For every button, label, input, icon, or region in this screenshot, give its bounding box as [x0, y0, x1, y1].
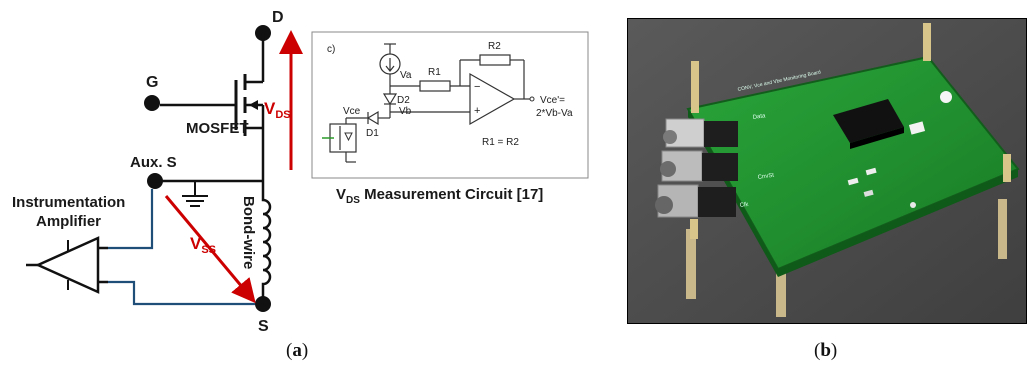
- diode-d1: [366, 110, 379, 126]
- opamp-minus: −: [474, 81, 480, 93]
- bondwire-label: Bond-wire: [240, 196, 257, 269]
- pcb-photo: CONV, Vce and Vbe Monitoring Board Data …: [627, 18, 1027, 324]
- drain-label: D: [272, 9, 284, 26]
- caption-b: (b): [814, 340, 838, 361]
- bondwire-inductor: [261, 182, 272, 302]
- black-relay: [833, 99, 904, 143]
- amp-wire-upper: [108, 189, 154, 250]
- amplifier-label-line2: Amplifier: [36, 213, 101, 230]
- inset-d2: D2: [397, 95, 410, 106]
- gate-label: G: [146, 74, 158, 91]
- mosfet-symbol: [160, 74, 265, 136]
- instrumentation-amplifier: [26, 236, 108, 294]
- vds-measurement-inset: c) − +: [311, 31, 589, 179]
- header-connector: [908, 121, 926, 135]
- caption-a: (a): [286, 340, 309, 361]
- inset-r1: R1: [428, 67, 441, 78]
- source-terminal: [255, 296, 271, 312]
- vss-arrow: [164, 195, 256, 304]
- fiber-connectors: [655, 118, 738, 218]
- inset-caption: VDS Measurement Circuit [17]: [336, 186, 543, 206]
- ground-symbol: [182, 181, 208, 207]
- source-label: S: [258, 318, 269, 335]
- opamp: [469, 72, 516, 126]
- aux-source-label: Aux. S: [130, 154, 177, 171]
- opamp-plus: +: [474, 105, 480, 117]
- pcb-illustration: CONV, Vce and Vbe Monitoring Board Data …: [628, 19, 1026, 323]
- inset-equation: R1 = R2: [482, 137, 519, 148]
- amplifier-label-line1: Instrumentation: [12, 194, 125, 211]
- inset-out-line1: Vce'=: [540, 95, 565, 106]
- inset-out-line2: 2*Vb-Va: [536, 108, 573, 119]
- diode-d2: [382, 93, 398, 106]
- igbt-device: [322, 118, 357, 163]
- silk-clk: Clk: [739, 202, 749, 209]
- gate-terminal: [144, 95, 160, 111]
- inset-r2: R2: [488, 41, 501, 52]
- inset-tag: c): [327, 44, 335, 55]
- vss-label: VSS: [190, 234, 216, 256]
- inset-vb: Vb: [399, 106, 412, 117]
- vds-label: VDS: [264, 99, 291, 121]
- inset-d1: D1: [366, 128, 379, 139]
- inset-vce: Vce: [343, 106, 361, 117]
- mosfet-label: MOSFET: [186, 120, 249, 137]
- inset-va: Va: [400, 70, 412, 81]
- silk-data: Data: [752, 113, 766, 121]
- silk-cnvst: CnvSt: [757, 173, 774, 181]
- panel-a-schematic: D G MOSFET Aux. S S Instrumentation Ampl…: [12, 9, 303, 335]
- amp-wire-lower: [108, 280, 255, 306]
